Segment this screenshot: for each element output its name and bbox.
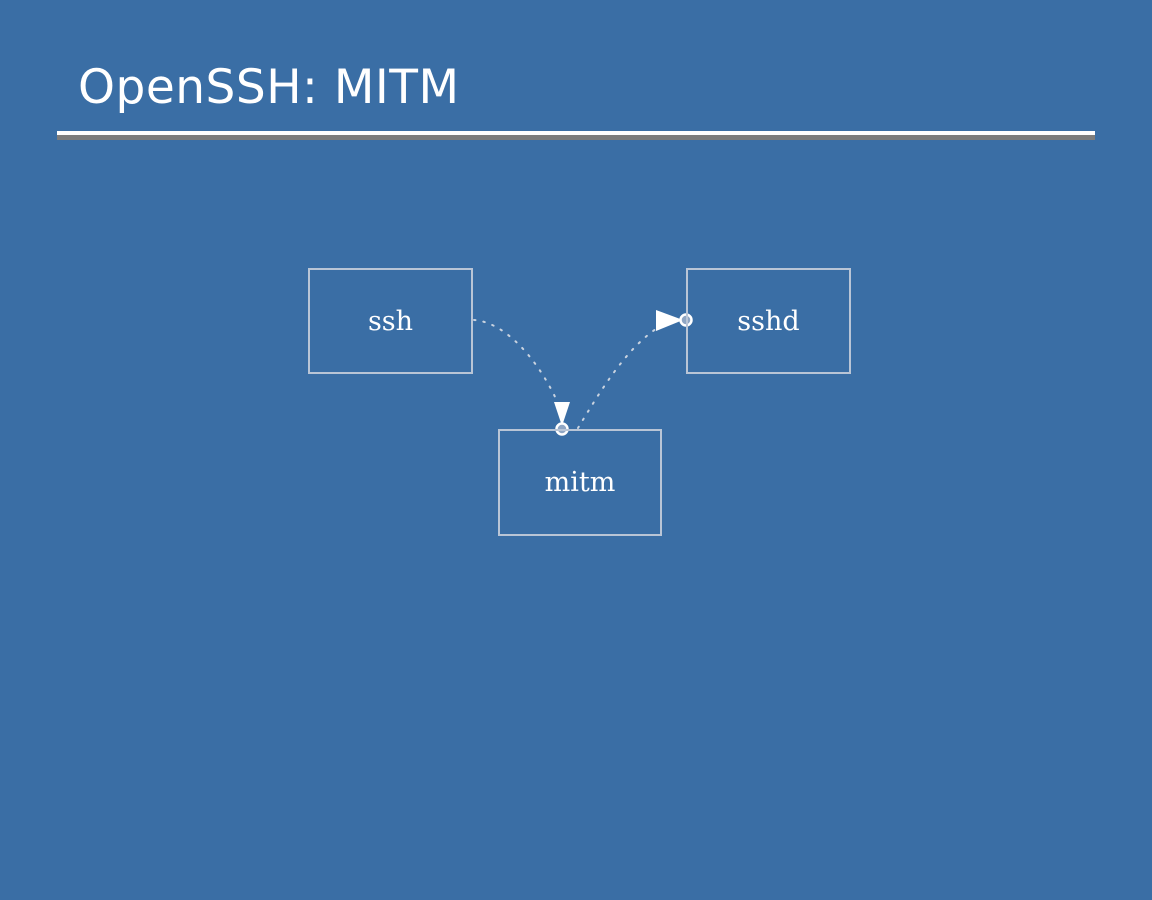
edge-mitm-to-sshd-arrowhead bbox=[656, 310, 683, 331]
node-sshd-label: sshd bbox=[737, 305, 800, 337]
node-mitm[interactable]: mitm bbox=[498, 429, 662, 536]
edge-mitm-to-sshd-line bbox=[577, 321, 669, 429]
node-ssh-label: ssh bbox=[367, 305, 414, 337]
node-sshd[interactable]: sshd bbox=[686, 268, 851, 374]
edge-ssh-to-mitm-arrowhead bbox=[554, 402, 570, 426]
page-title: OpenSSH: MITM bbox=[78, 60, 460, 115]
title-rule-shadow bbox=[57, 135, 1095, 140]
node-ssh[interactable]: ssh bbox=[308, 268, 473, 374]
title-rule bbox=[57, 131, 1095, 135]
node-mitm-label: mitm bbox=[544, 467, 616, 498]
edge-ssh-to-mitm-line bbox=[473, 319, 562, 411]
